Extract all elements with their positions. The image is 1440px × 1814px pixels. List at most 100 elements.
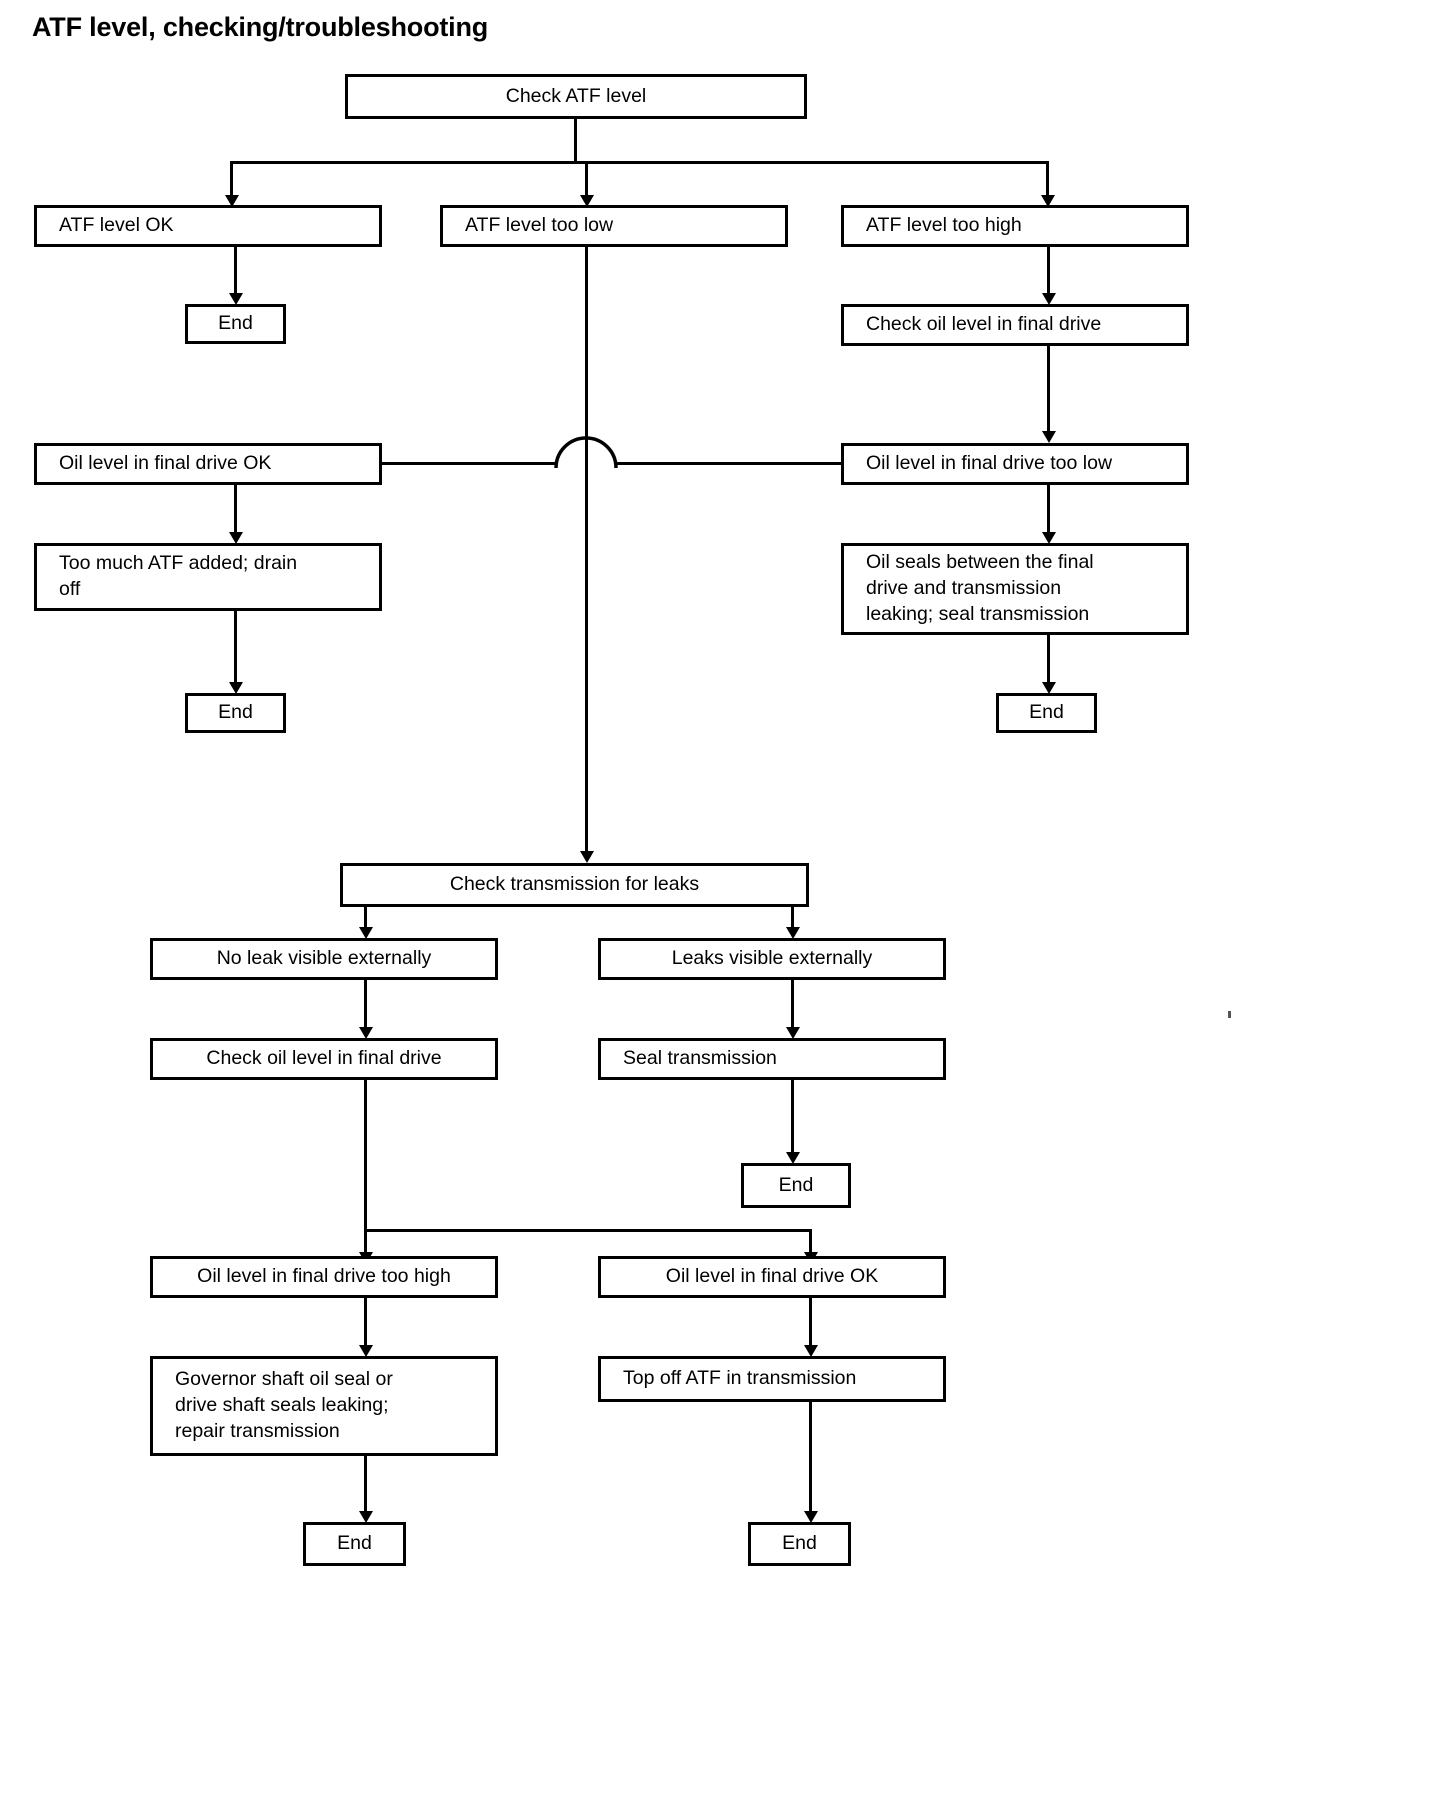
edge-fdok2-to-topoff bbox=[809, 1298, 812, 1350]
node-oil-level-final-drive-ok: Oil level in final drive OK bbox=[34, 443, 382, 485]
arrowhead-checkleaks-to-leaks bbox=[786, 927, 800, 939]
node-check-transmission-for-leaks: Check transmission for leaks bbox=[340, 863, 809, 907]
node-oil-level-final-drive-too-high: Oil level in final drive too high bbox=[150, 1256, 498, 1298]
edge-bus-to-fdok2 bbox=[809, 1229, 812, 1257]
arrowhead-fdok-to-toomuch bbox=[229, 532, 243, 544]
node-label: Check oil level in final drive bbox=[206, 1047, 442, 1070]
arrowhead-fdtoolow-to-oilseals bbox=[1042, 532, 1056, 544]
edge-fdok-to-toomuch bbox=[234, 485, 237, 537]
node-label: Top off ATF in transmission bbox=[623, 1367, 857, 1390]
edge-to-atf-low bbox=[585, 161, 588, 198]
node-label: Oil level in final drive too high bbox=[197, 1265, 451, 1288]
edge-governor-to-end bbox=[364, 1456, 367, 1514]
edge-start-bus bbox=[230, 161, 1049, 164]
edge-checkleaks-to-leaks bbox=[791, 907, 794, 931]
node-label: Check oil level in final drive bbox=[866, 313, 1102, 336]
node-leaks-visible: Leaks visible externally bbox=[598, 938, 946, 980]
edge-checkfdlow-bus bbox=[364, 1229, 812, 1232]
arrowhead-governor-to-end bbox=[359, 1511, 373, 1523]
edge-sealtrans-to-end bbox=[791, 1080, 794, 1155]
node-label: Leaks visible externally bbox=[671, 947, 873, 970]
node-label: End bbox=[218, 701, 253, 724]
edge-oilseals-to-end bbox=[1047, 635, 1050, 685]
arrowhead-atflow-to-checkleaks bbox=[580, 851, 594, 863]
arrowhead-fdtoohigh-to-governor bbox=[359, 1345, 373, 1357]
node-no-leak-visible: No leak visible externally bbox=[150, 938, 498, 980]
node-end-atf-ok: End bbox=[185, 304, 286, 344]
arrowhead-leaks-to-sealtrans bbox=[786, 1027, 800, 1039]
node-label: ATF level too low bbox=[465, 214, 614, 237]
arrowhead-topoff-to-end bbox=[804, 1511, 818, 1523]
arrowhead-fdok2-to-topoff bbox=[804, 1345, 818, 1357]
node-end-topoff: End bbox=[748, 1522, 851, 1566]
edge-fdtoolow-to-fdok-right bbox=[617, 462, 841, 465]
node-end-drain: End bbox=[185, 693, 286, 733]
arrowhead-to-atf-ok bbox=[225, 195, 239, 207]
node-label: Oil seals between the final drive and tr… bbox=[866, 551, 1094, 625]
node-governor-shaft-seal: Governor shaft oil seal or drive shaft s… bbox=[150, 1356, 498, 1456]
edge-checkleaks-to-noleak bbox=[364, 907, 367, 931]
node-label: End bbox=[782, 1532, 817, 1555]
arrowhead-to-atf-low bbox=[580, 195, 594, 207]
edge-checkfd-to-fdtoolow bbox=[1047, 346, 1050, 436]
node-label: ATF level OK bbox=[59, 214, 174, 237]
arrowhead-to-atf-high bbox=[1041, 195, 1055, 207]
arrowhead-checkfd-to-fdtoolow bbox=[1042, 431, 1056, 443]
arrowhead-toomuch-to-end bbox=[229, 682, 243, 694]
node-oil-seals-leaking: Oil seals between the final drive and tr… bbox=[841, 543, 1189, 635]
arrowhead-sealtrans-to-end bbox=[786, 1152, 800, 1164]
edge-atflow-trunk-upper bbox=[585, 247, 588, 438]
edge-checkfdlow-stem bbox=[364, 1080, 367, 1232]
node-seal-transmission: Seal transmission bbox=[598, 1038, 946, 1080]
arrowhead-atfok-to-end bbox=[229, 293, 243, 305]
node-label: Oil level in final drive OK bbox=[59, 452, 272, 475]
node-label: Check ATF level bbox=[505, 84, 647, 107]
node-label: Check transmission for leaks bbox=[449, 873, 700, 896]
node-atf-level-ok: ATF level OK bbox=[34, 205, 382, 247]
node-check-oil-level-final-drive-low: Check oil level in final drive bbox=[150, 1038, 498, 1080]
edge-atflow-trunk-lower bbox=[585, 438, 588, 855]
line-hop-bridge bbox=[554, 426, 618, 470]
node-atf-level-too-high: ATF level too high bbox=[841, 205, 1189, 247]
scan-speck bbox=[1228, 1011, 1231, 1018]
node-end-seal-transmission: End bbox=[741, 1163, 851, 1208]
node-label: No leak visible externally bbox=[216, 947, 432, 970]
arrowhead-noleak-to-checkfd bbox=[359, 1027, 373, 1039]
edge-bus-to-fdtoohigh bbox=[364, 1229, 367, 1257]
edge-to-atf-ok bbox=[230, 161, 233, 198]
node-check-atf-level: Check ATF level bbox=[345, 74, 807, 119]
node-label: End bbox=[337, 1532, 372, 1555]
node-label: Seal transmission bbox=[623, 1047, 777, 1070]
edge-to-atf-high bbox=[1046, 161, 1049, 198]
node-atf-level-too-low: ATF level too low bbox=[440, 205, 788, 247]
node-too-much-atf: Too much ATF added; drain off bbox=[34, 543, 382, 611]
edge-leaks-to-sealtrans bbox=[791, 980, 794, 1032]
node-label: Governor shaft oil seal or drive shaft s… bbox=[175, 1368, 393, 1442]
edge-fdtoohigh-to-governor bbox=[364, 1298, 367, 1350]
node-end-governor: End bbox=[303, 1522, 406, 1566]
edge-atfhigh-to-checkfd bbox=[1047, 247, 1050, 296]
node-check-oil-level-final-drive-high: Check oil level in final drive bbox=[841, 304, 1189, 346]
node-label: Oil level in final drive too low bbox=[866, 452, 1113, 475]
page-title: ATF level, checking/troubleshooting bbox=[32, 12, 489, 42]
arrowhead-oilseals-to-end bbox=[1042, 682, 1056, 694]
node-oil-level-final-drive-too-low: Oil level in final drive too low bbox=[841, 443, 1189, 485]
edge-topoff-to-end bbox=[809, 1402, 812, 1514]
node-label: Too much ATF added; drain off bbox=[59, 552, 298, 600]
node-label: End bbox=[778, 1173, 814, 1196]
arrowhead-atfhigh-to-checkfd bbox=[1042, 293, 1056, 305]
node-label: End bbox=[218, 312, 253, 335]
node-label: Oil level in final drive OK bbox=[665, 1265, 879, 1288]
node-end-seals: End bbox=[996, 693, 1097, 733]
edge-toomuch-to-end bbox=[234, 611, 237, 685]
node-label: ATF level too high bbox=[866, 214, 1022, 237]
edge-atfok-to-end bbox=[234, 247, 237, 296]
node-label: End bbox=[1029, 701, 1064, 724]
node-top-off-atf: Top off ATF in transmission bbox=[598, 1356, 946, 1402]
edge-fdtoolow-to-oilseals bbox=[1047, 485, 1050, 537]
node-oil-level-final-drive-ok-2: Oil level in final drive OK bbox=[598, 1256, 946, 1298]
edge-start-stem bbox=[574, 119, 577, 161]
arrowhead-checkleaks-to-noleak bbox=[359, 927, 373, 939]
edge-noleak-to-checkfd bbox=[364, 980, 367, 1032]
